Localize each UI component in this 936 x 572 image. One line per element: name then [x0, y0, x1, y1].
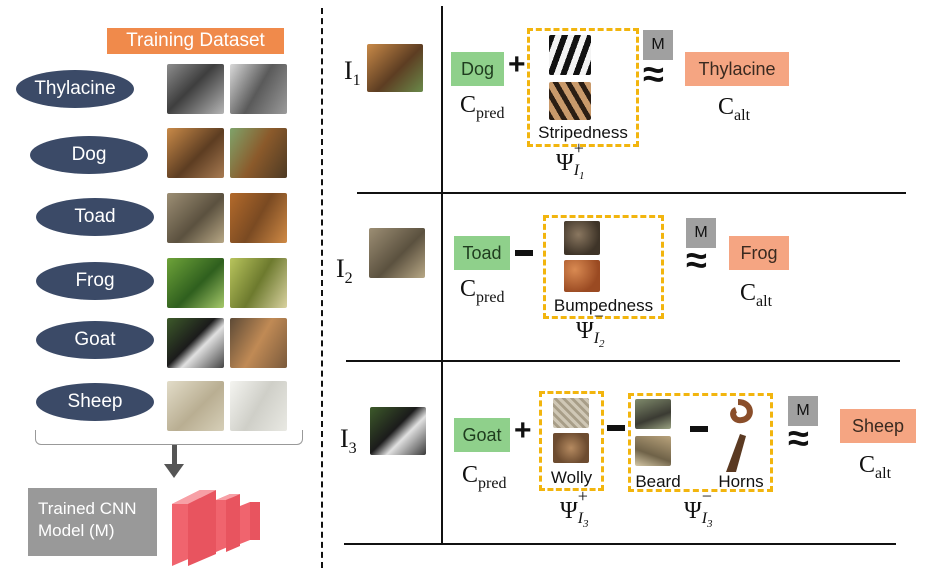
stripedness-patch-2 [549, 82, 591, 120]
trained-model-box: Trained CNN Model (M) [28, 488, 157, 556]
concept-box-bumpedness [543, 215, 664, 319]
sheep-image-1 [167, 381, 224, 431]
plus-operator-3: + [514, 414, 532, 447]
alt-class-frog: Frog [729, 236, 789, 270]
psi-label-1: Ψ+I1 [556, 138, 585, 183]
image-label-i3: I3 [340, 424, 357, 458]
wolly-patch-2 [553, 433, 589, 463]
table-vertical-line [441, 6, 443, 544]
goat-image-2 [230, 318, 287, 368]
image-label-i1: I1 [344, 56, 361, 90]
horns-patch [726, 399, 753, 472]
c-pred-label-2: Cpred [460, 276, 505, 306]
concept-label-bumpedness: Bumpedness [553, 296, 654, 315]
dog-image-2 [230, 128, 287, 178]
model-badge-2: M [686, 218, 716, 248]
model-badge-1: M [643, 30, 673, 60]
model-label-line1: Trained CNN [38, 499, 137, 518]
approx-symbol-3: ≈ [788, 418, 809, 460]
thylacine-image-2 [230, 64, 287, 114]
row-divider-3 [344, 543, 896, 545]
row-divider-2 [346, 360, 900, 362]
dataset-brace [35, 430, 303, 445]
model-label-line2: Model (M) [38, 521, 115, 540]
concept-box-stripedness [527, 28, 639, 147]
panel-divider [321, 8, 323, 568]
pred-class-goat: Goat [454, 418, 510, 452]
beard-patch-2 [635, 436, 671, 466]
image-label-i2: I2 [336, 254, 353, 288]
concept-label-wolly: Wolly [550, 468, 593, 487]
concept-label-beard: Beard [635, 472, 681, 491]
psi-label-2: Ψ−I2 [576, 306, 605, 351]
toad-image-1 [167, 193, 224, 243]
c-alt-label-1: Calt [718, 94, 751, 124]
toad-image-2 [230, 193, 287, 243]
pred-class-toad: Toad [454, 236, 510, 270]
approx-symbol-1: ≈ [643, 54, 664, 96]
image-i2-thumbnail [369, 228, 425, 278]
alt-class-thylacine: Thylacine [685, 52, 789, 86]
bumpedness-patch-2 [564, 260, 600, 292]
frog-image-2 [230, 258, 287, 308]
pred-class-dog: Dog [451, 52, 504, 86]
minus-operator-3a [607, 425, 625, 431]
class-label-toad: Toad [36, 198, 154, 236]
thylacine-image-1 [167, 64, 224, 114]
image-i1-thumbnail [367, 44, 423, 92]
down-arrow-icon [164, 464, 184, 478]
training-dataset-title: Training Dataset [107, 28, 284, 54]
concept-label-horns: Horns [718, 472, 764, 491]
cnn-model-icon [172, 490, 260, 566]
c-pred-label-3: Cpred [462, 462, 507, 492]
sheep-image-2 [230, 381, 287, 431]
psi-label-3-positive: Ψ+I3 [560, 486, 589, 531]
down-arrow-stem [172, 445, 177, 467]
class-label-thylacine: Thylacine [16, 70, 134, 108]
class-label-sheep: Sheep [36, 383, 154, 421]
psi-label-3-negative: Ψ−I3 [684, 486, 713, 531]
bumpedness-patch-1 [564, 221, 600, 255]
class-label-frog: Frog [36, 262, 154, 300]
minus-operator-2 [515, 250, 533, 256]
concept-label-stripedness: Stripedness [538, 123, 628, 142]
class-label-goat: Goat [36, 321, 154, 359]
plus-operator-1: + [508, 48, 526, 81]
stripedness-patch-1 [549, 35, 591, 75]
class-label-dog: Dog [30, 136, 148, 174]
concept-box-beard-horns [628, 393, 773, 492]
c-pred-label-1: Cpred [460, 92, 505, 122]
frog-image-1 [167, 258, 224, 308]
goat-image-1 [167, 318, 224, 368]
minus-operator-3b [690, 426, 708, 432]
dog-image-1 [167, 128, 224, 178]
c-alt-label-2: Calt [740, 280, 773, 310]
concept-box-wolly [539, 391, 604, 491]
beard-patch-1 [635, 399, 671, 429]
image-i3-thumbnail [370, 407, 426, 455]
approx-symbol-2: ≈ [686, 240, 707, 282]
alt-class-sheep: Sheep [840, 409, 916, 443]
c-alt-label-3: Calt [859, 452, 892, 482]
row-divider-1 [357, 192, 906, 194]
wolly-patch-1 [553, 398, 589, 428]
model-badge-3: M [788, 396, 818, 426]
